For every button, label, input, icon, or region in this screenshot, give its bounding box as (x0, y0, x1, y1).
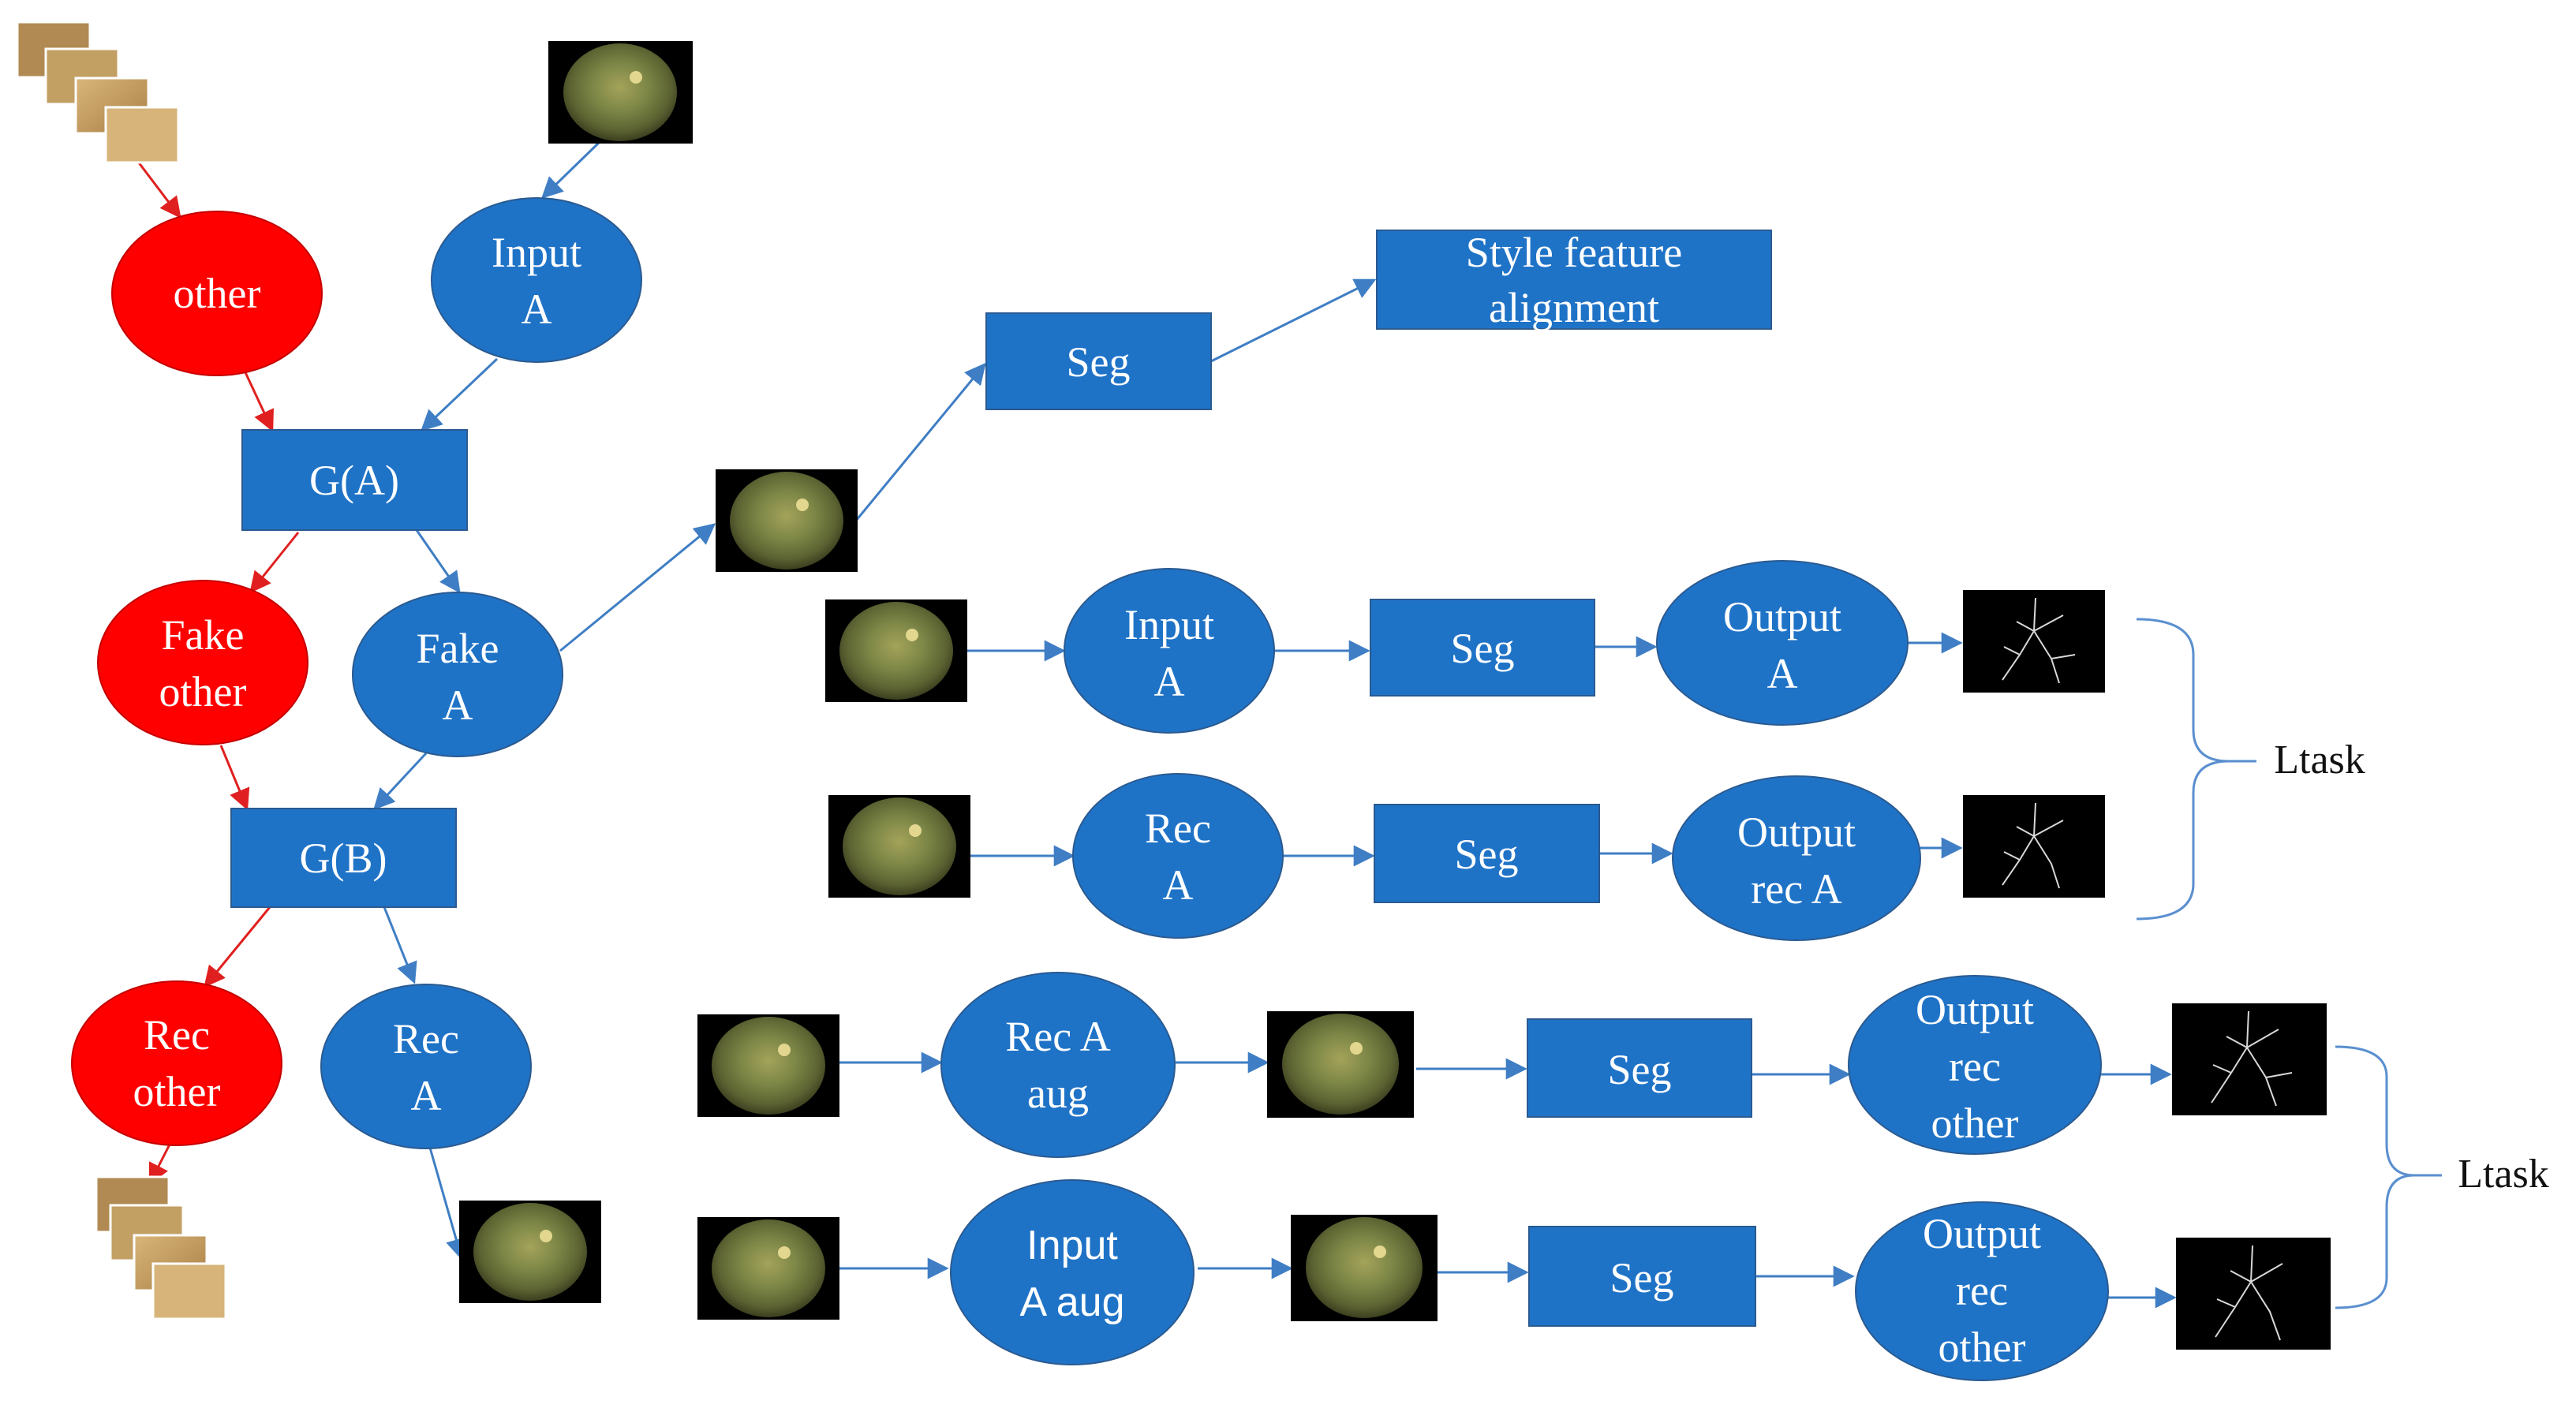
node-output-rec-other-2 (1855, 1201, 2109, 1381)
node-input-a-row1-line2: A (1154, 658, 1185, 705)
node-seg-row4 (1528, 1226, 1756, 1327)
node-fake-a-line1: Fake (417, 625, 499, 672)
ltask-lower-label: Ltask (2458, 1152, 2549, 1197)
node-style-line2: alignment (1489, 284, 1659, 331)
node-seg-row4-label: Seg (1610, 1254, 1674, 1302)
node-output-rec-other-1-line3: other (1931, 1100, 2019, 1147)
node-fake-other-line2: other (159, 668, 247, 715)
ltask-lower-brace (2335, 1045, 2415, 1309)
node-output-rec-other-1-line1: Output (1916, 986, 2034, 1033)
node-input-a-line1: Input (492, 229, 581, 276)
node-fake-other-line1: Fake (162, 611, 245, 659)
node-rec-a-aug-line1: Rec A (1005, 1013, 1110, 1060)
node-rec-other (71, 980, 282, 1146)
node-rec-a-line2: A (411, 1072, 442, 1119)
node-gb (230, 808, 457, 908)
arrow-stack-to-other (136, 161, 181, 219)
node-rec-other-line1: Rec (144, 1011, 210, 1059)
other-stack-top-icon (16, 21, 180, 164)
node-fake-a-line2: A (443, 682, 473, 729)
node-output-a-line2: A (1767, 650, 1798, 697)
node-seg-top-label: Seg (1067, 338, 1131, 386)
node-output-rec-other-2-line1: Output (1923, 1210, 2041, 1257)
retina-row3-mid-icon (1267, 1011, 1414, 1118)
node-style-line1: Style feature (1466, 229, 1682, 276)
arrow-seg-top-to-style (1210, 278, 1377, 363)
arrow-other-to-ga (243, 370, 274, 432)
node-ga-label: G(A) (309, 457, 399, 504)
ltask-upper-brace (2136, 618, 2230, 921)
node-output-a (1656, 560, 1909, 726)
node-output-rec-a-line2: rec A (1751, 865, 1841, 913)
arrow-input-a-to-ga (421, 357, 499, 431)
node-output-rec-other-2-line2: rec (1956, 1267, 2008, 1314)
node-seg-row2 (1374, 804, 1600, 903)
arrow-rec-a-to-retina (428, 1147, 467, 1260)
node-fake-other (97, 580, 308, 745)
arrow-retina-to-seg-top (854, 362, 986, 521)
arrow-fake-a-to-retina (559, 523, 716, 652)
node-rec-a-aug-line2: aug (1027, 1070, 1089, 1117)
retina-row3-left-icon (697, 1014, 839, 1117)
arrow-ga-to-fake-other (249, 532, 300, 594)
arrow-gb-to-rec-other (204, 906, 271, 988)
mask-row1-icon (1963, 590, 2105, 693)
node-output-rec-a (1672, 775, 1921, 941)
mask-row4-icon (2176, 1238, 2331, 1350)
node-seg-row3-label: Seg (1608, 1046, 1672, 1093)
node-input-a (431, 197, 642, 363)
node-gb-label: G(B) (300, 835, 387, 882)
mask-row3-icon (2172, 1003, 2327, 1115)
node-rec-a (320, 984, 532, 1149)
retina-row4-mid-icon (1291, 1215, 1438, 1321)
retina-input-icon (548, 41, 693, 144)
node-rec-a-line1: Rec (393, 1015, 459, 1063)
node-seg-top (985, 312, 1212, 410)
node-seg-row1 (1370, 599, 1595, 697)
node-output-rec-other-1 (1848, 975, 2102, 1155)
node-style-feature-alignment (1376, 230, 1772, 330)
arrow-fake-a-to-gb (373, 752, 428, 810)
node-output-a-line1: Output (1723, 593, 1841, 641)
node-rec-other-line2: other (133, 1068, 221, 1115)
node-rec-a-aug (940, 972, 1176, 1158)
node-input-a-line2: A (522, 286, 552, 333)
retina-row2-icon (828, 795, 970, 898)
node-other (111, 211, 323, 376)
node-rec-a-row2 (1072, 773, 1284, 939)
mask-row2-icon (1963, 795, 2105, 898)
node-other-label: other (174, 270, 261, 317)
node-fake-a (352, 592, 563, 757)
node-seg-row3 (1527, 1018, 1752, 1118)
arrow-fake-other-to-gb (219, 745, 250, 811)
node-input-a-row1 (1064, 568, 1275, 734)
node-rec-a-row2-line2: A (1163, 861, 1194, 909)
arrow-ga-to-fake-a (415, 529, 461, 594)
retina-fake-a-icon (716, 469, 858, 572)
node-seg-row1-label: Seg (1451, 625, 1515, 672)
node-input-a-aug (950, 1179, 1195, 1365)
ltask-upper-label: Ltask (2274, 738, 2365, 782)
arrow-retina-to-input-a (541, 140, 601, 199)
node-ga (241, 429, 468, 531)
retina-row1-icon (825, 599, 967, 702)
node-output-rec-other-2-line3: other (1939, 1324, 2026, 1371)
node-output-rec-other-1-line2: rec (1949, 1043, 2001, 1090)
node-seg-row2-label: Seg (1455, 831, 1519, 878)
retina-rec-a-icon (459, 1201, 601, 1303)
node-input-a-row1-line1: Input (1124, 601, 1214, 648)
retina-row4-left-icon (697, 1217, 839, 1320)
node-rec-a-row2-line1: Rec (1145, 805, 1211, 852)
node-input-a-aug-line2: A aug (1019, 1279, 1124, 1325)
other-stack-bottom-icon (95, 1175, 227, 1320)
arrow-gb-to-rec-a (383, 906, 417, 984)
node-output-rec-a-line1: Output (1737, 809, 1856, 856)
node-input-a-aug-line1: Input (1026, 1223, 1118, 1268)
